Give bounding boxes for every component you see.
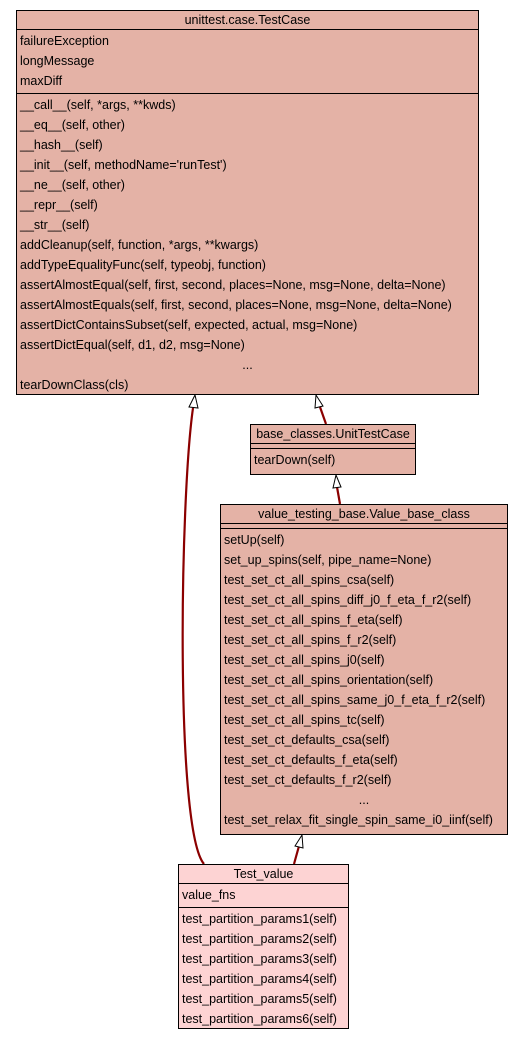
method-row: test_set_ct_defaults_f_r2(self) xyxy=(224,773,392,787)
edge-testvalue-to-testcase xyxy=(181,407,205,865)
attribute-section: failureException longMessage maxDiff xyxy=(17,30,478,94)
method-row: test_set_relax_fit_single_spin_same_i0_i… xyxy=(224,813,493,827)
attribute-row: longMessage xyxy=(20,54,95,68)
method-section: __call__(self, *args, **kwds) __eq__(self… xyxy=(17,94,478,397)
class-title: base_classes.UnitTestCase xyxy=(251,425,415,444)
method-row: test_set_ct_all_spins_tc(self) xyxy=(224,713,385,727)
method-section: setUp(self) set_up_spins(self, pipe_name=… xyxy=(221,529,507,832)
method-row: __call__(self, *args, **kwds) xyxy=(20,98,176,112)
edge-unittestcase-to-testcase xyxy=(318,406,328,425)
edge-arrowhead-unittestcase xyxy=(332,473,342,489)
method-row: test_set_ct_all_spins_same_j0_f_eta_f_r2… xyxy=(224,693,486,707)
edge-arrowhead-testcase-a xyxy=(188,393,199,409)
attribute-section xyxy=(221,524,507,529)
class-title: value_testing_base.Value_base_class xyxy=(221,505,507,524)
class-title: Test_value xyxy=(179,865,348,884)
attribute-row: failureException xyxy=(20,34,109,48)
class-box-testvalue[interactable]: Test_value value_fns test_partition_para… xyxy=(178,864,349,1029)
method-row: addCleanup(self, function, *args, **kwar… xyxy=(20,238,259,252)
method-row: __str__(self) xyxy=(20,218,90,232)
method-row: addTypeEqualityFunc(self, typeobj, funct… xyxy=(20,258,266,272)
method-row: __repr__(self) xyxy=(20,198,98,212)
class-box-testcase[interactable]: unittest.case.TestCase failureException l… xyxy=(16,10,479,395)
method-row: test_partition_params1(self) xyxy=(182,912,337,926)
method-row: test_set_ct_all_spins_csa(self) xyxy=(224,573,395,587)
method-row: __ne__(self, other) xyxy=(20,178,125,192)
method-row: __hash__(self) xyxy=(20,138,103,152)
method-row: assertDictEqual(self, d1, d2, msg=None) xyxy=(20,338,245,352)
method-row: assertAlmostEquals(self, first, second, … xyxy=(20,298,452,312)
method-row: tearDownClass(cls) xyxy=(20,378,129,392)
edge-testvalue-to-valuebase xyxy=(292,845,301,865)
method-section: test_partition_params1(self) test_partiti… xyxy=(179,908,348,1031)
method-row: ... xyxy=(242,358,253,372)
method-row: test_set_ct_all_spins_f_r2(self) xyxy=(224,633,397,647)
method-row: test_set_ct_all_spins_orientation(self) xyxy=(224,673,434,687)
class-title: unittest.case.TestCase xyxy=(17,11,478,30)
method-row: test_partition_params6(self) xyxy=(182,1012,337,1026)
method-row: test_set_ct_all_spins_j0(self) xyxy=(224,653,385,667)
method-row: test_partition_params5(self) xyxy=(182,992,337,1006)
method-row: test_partition_params4(self) xyxy=(182,972,337,986)
method-section: tearDown(self) xyxy=(251,449,415,472)
method-row: assertDictContainsSubset(self, expected,… xyxy=(20,318,358,332)
method-row: __init__(self, methodName='runTest') xyxy=(20,158,227,172)
edge-valuebase-to-unittestcase xyxy=(335,486,342,505)
attribute-section: value_fns xyxy=(179,884,348,908)
edge-arrowhead-testcase-b xyxy=(314,393,324,409)
method-row: __eq__(self, other) xyxy=(20,118,125,132)
method-row: test_set_ct_defaults_csa(self) xyxy=(224,733,390,747)
method-row: test_partition_params3(self) xyxy=(182,952,337,966)
method-row: test_set_ct_all_spins_f_eta(self) xyxy=(224,613,403,627)
method-row: test_set_ct_defaults_f_eta(self) xyxy=(224,753,398,767)
method-row: set_up_spins(self, pipe_name=None) xyxy=(224,553,432,567)
method-row: test_set_ct_all_spins_diff_j0_f_eta_f_r2… xyxy=(224,593,472,607)
class-box-unittestcase[interactable]: base_classes.UnitTestCase tearDown(self) xyxy=(250,424,416,475)
method-row: setUp(self) xyxy=(224,533,285,547)
attribute-row: value_fns xyxy=(182,888,236,902)
method-row: assertAlmostEqual(self, first, second, p… xyxy=(20,278,446,292)
method-row: test_partition_params2(self) xyxy=(182,932,337,946)
method-row: ... xyxy=(358,793,370,807)
attribute-row: maxDiff xyxy=(20,74,63,88)
method-row: tearDown(self) xyxy=(254,453,336,467)
class-box-valuebase[interactable]: value_testing_base.Value_base_class setU… xyxy=(220,504,508,835)
edge-arrowhead-valuebase xyxy=(294,833,304,849)
attribute-section xyxy=(251,444,415,449)
